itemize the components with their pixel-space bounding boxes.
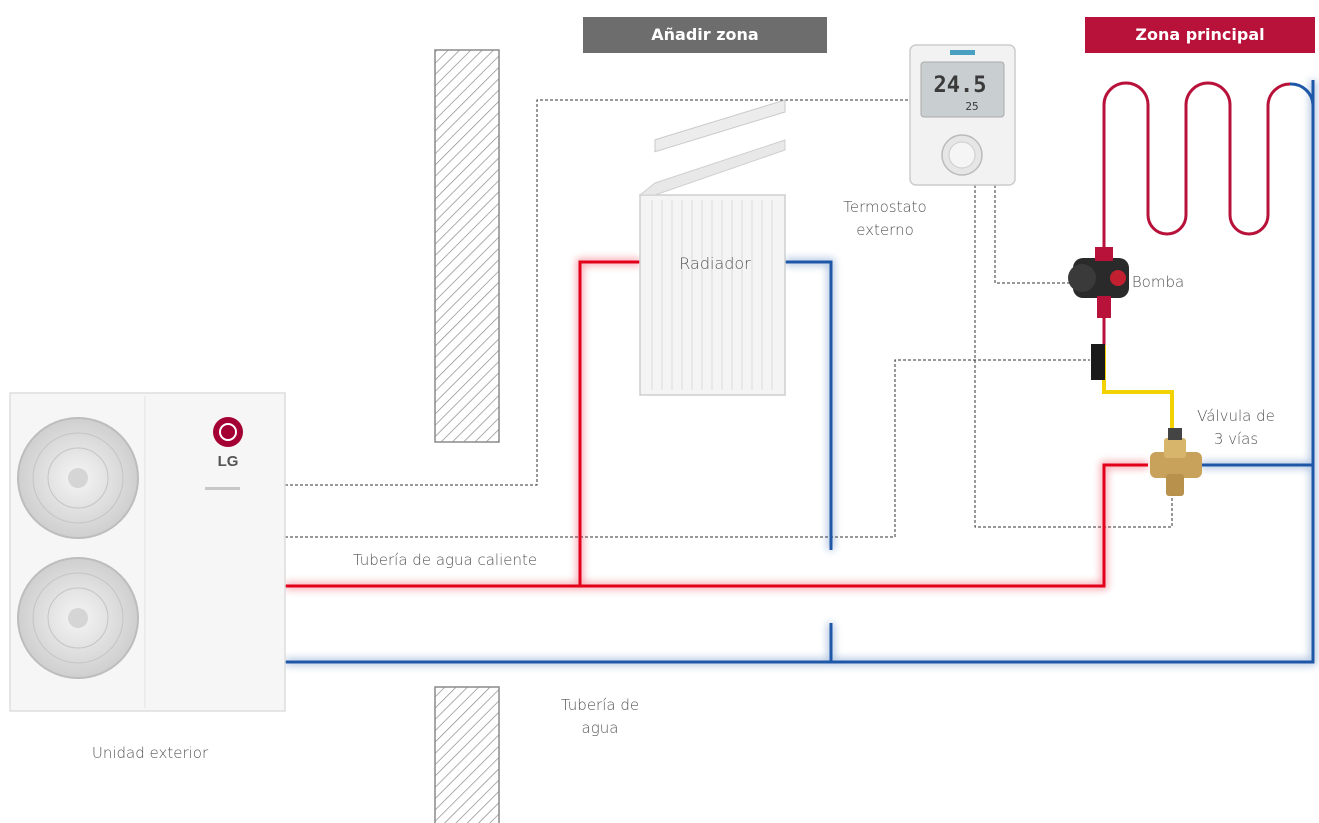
external-thermostat-label-line1: Termostato: [820, 196, 950, 219]
outdoor-unit-icon: LG: [10, 393, 285, 711]
main-zone-tag: Zona principal: [1085, 17, 1315, 53]
thermostat-display-sub: 25: [965, 100, 978, 113]
external-thermostat-label-line2: externo: [820, 219, 950, 242]
pump-label: Bomba: [1118, 271, 1198, 294]
control-pipe: [1104, 345, 1172, 440]
radiator-label: Radiador: [660, 252, 770, 275]
wall-lower: [435, 687, 499, 823]
thermostat-icon: 24.5 25: [910, 45, 1015, 185]
add-zone-tag: Añadir zona: [583, 17, 827, 53]
hot-water-pipe-label: Tubería de agua caliente: [330, 549, 560, 572]
actuator: [1091, 344, 1105, 380]
underfloor-coil: [1104, 83, 1290, 250]
wall-upper: [435, 50, 499, 442]
radiator-icon: [640, 100, 785, 395]
three-way-valve-label-line1: Válvula de: [1176, 405, 1296, 428]
three-way-valve-label-line2: 3 vías: [1176, 428, 1296, 451]
thermostat-display-main: 24.5: [934, 73, 987, 98]
water-pipe-label: Tubería de agua: [540, 694, 660, 740]
water-pipe-label-line1: Tubería de: [540, 694, 660, 717]
external-thermostat-label: Termostato externo: [820, 196, 950, 242]
outdoor-unit-brand: LG: [218, 453, 239, 470]
outdoor-unit-label: Unidad exterior: [55, 742, 245, 765]
lg-logo-icon: [213, 417, 243, 447]
three-way-valve-label: Válvula de 3 vías: [1176, 405, 1296, 451]
water-pipe-label-line2: agua: [540, 717, 660, 740]
